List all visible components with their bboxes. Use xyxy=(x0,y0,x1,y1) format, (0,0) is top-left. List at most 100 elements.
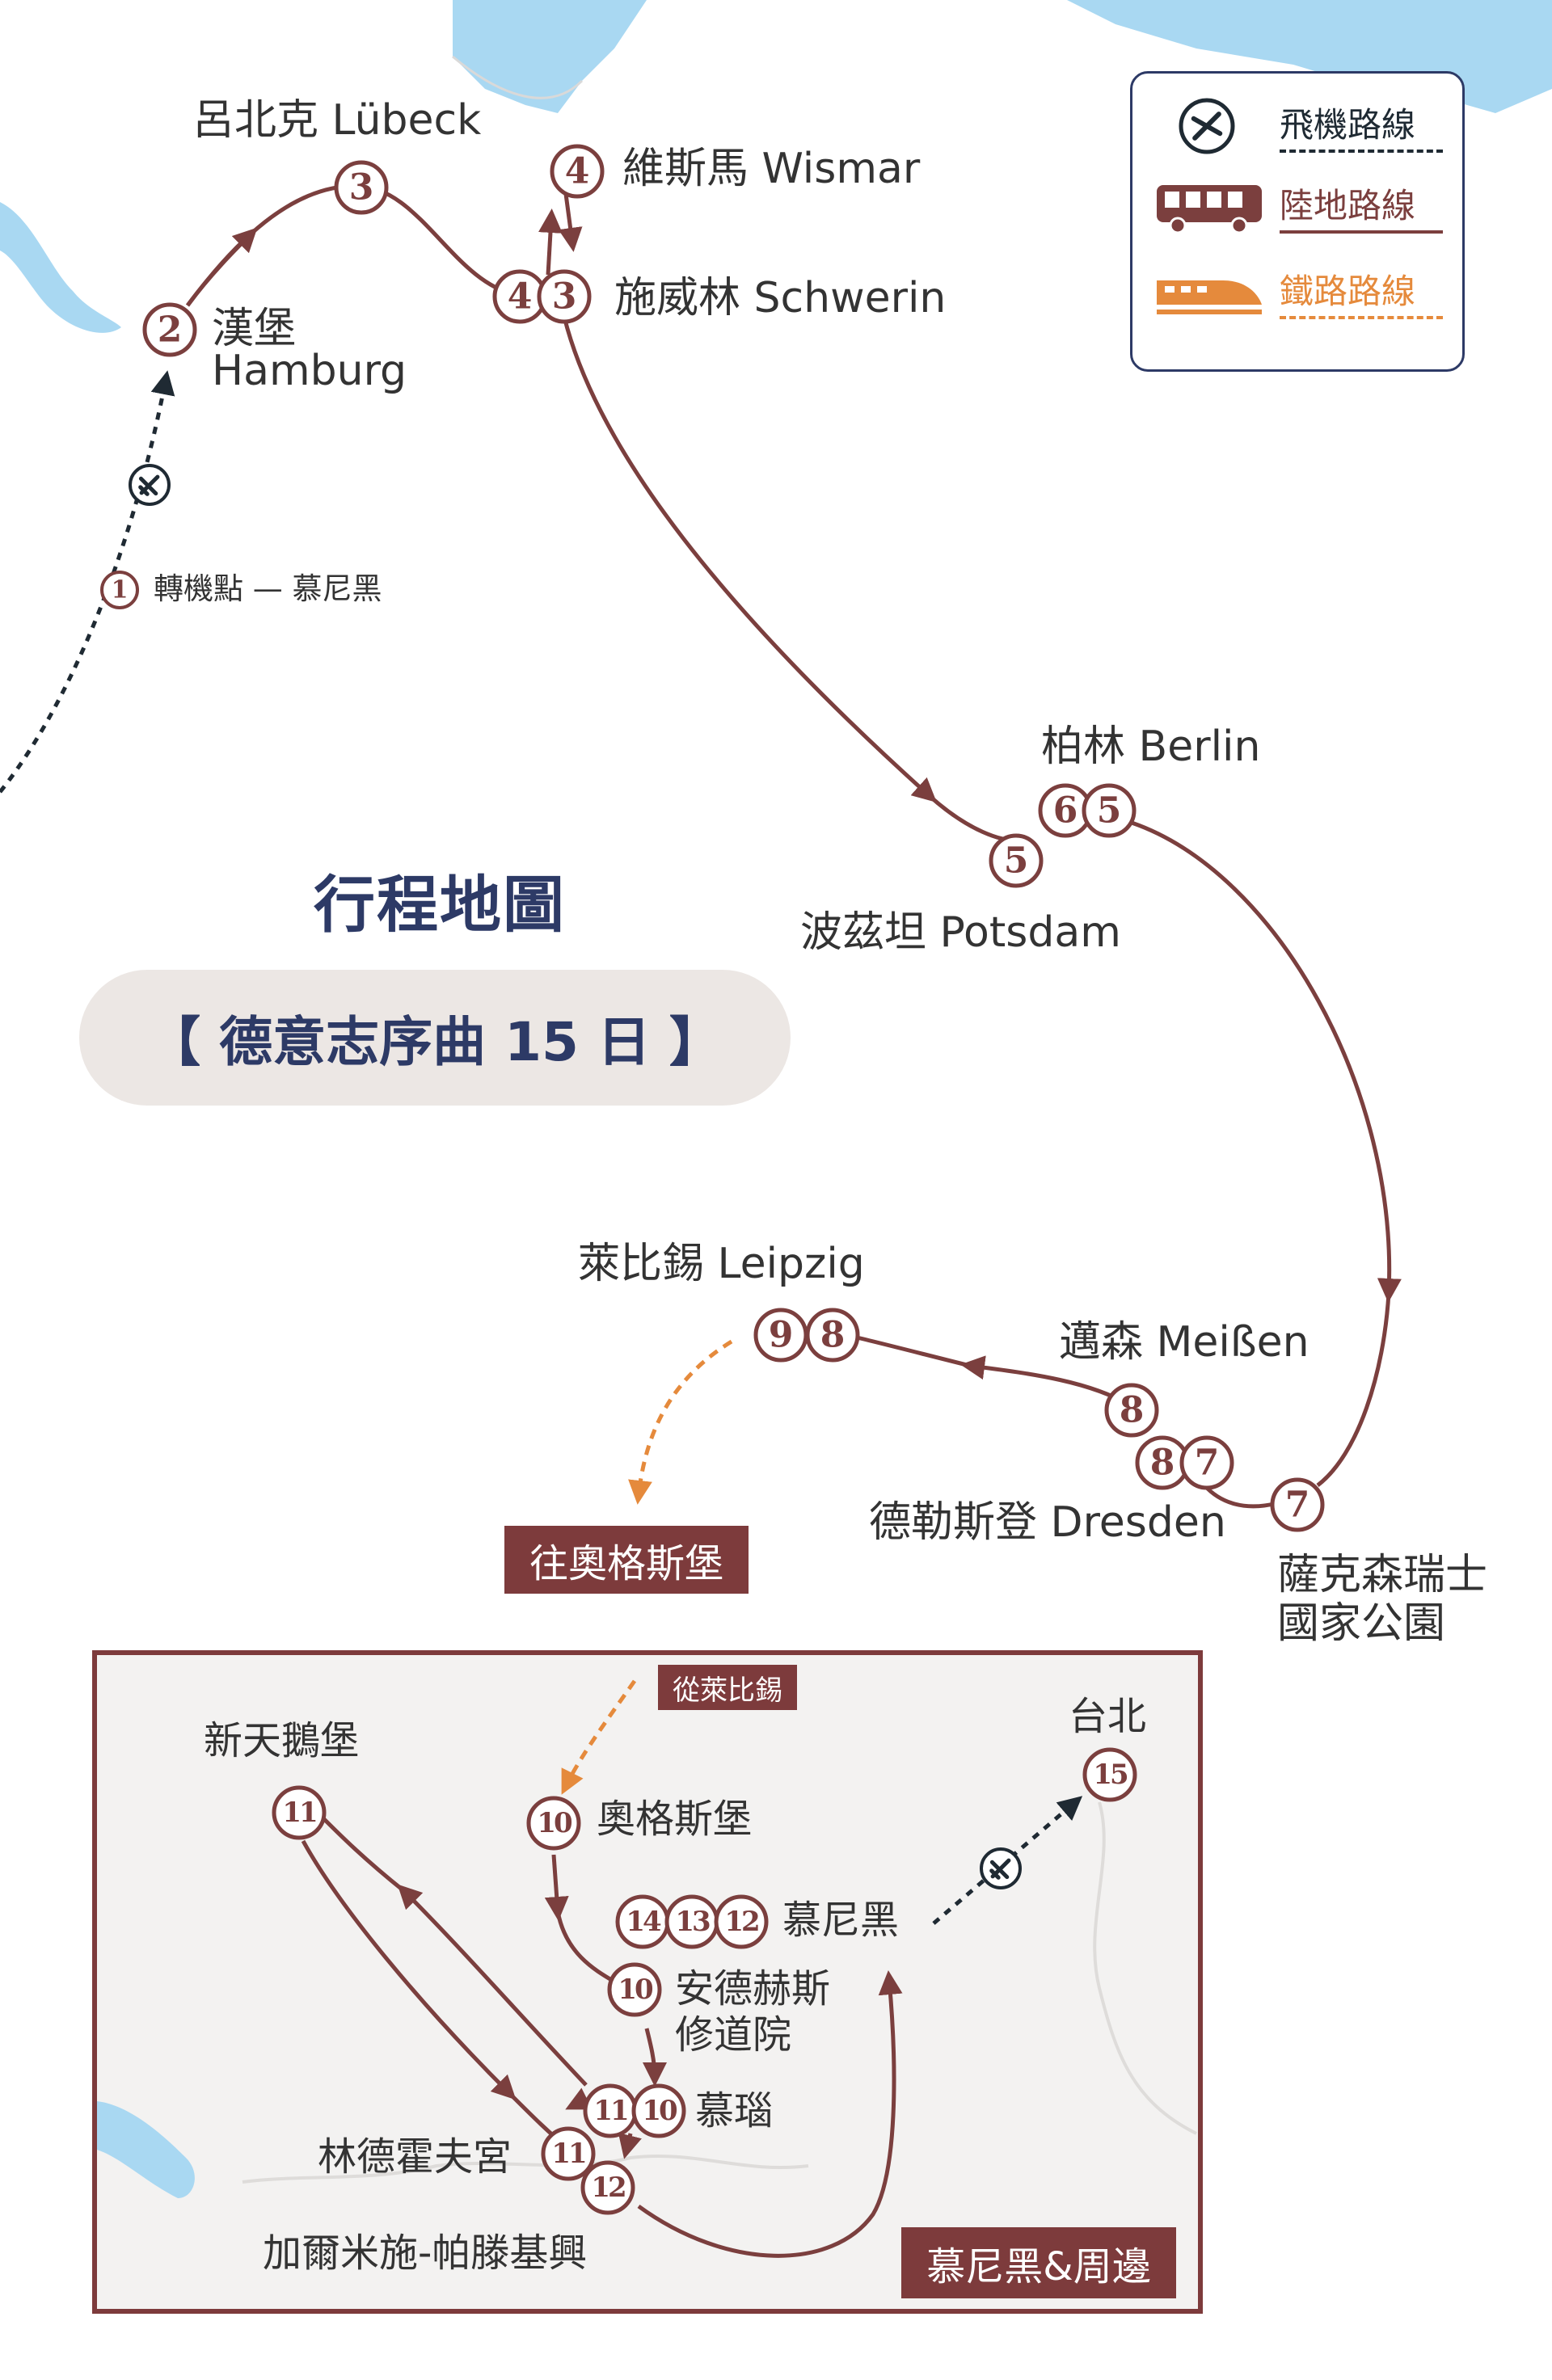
legend-flight-line xyxy=(1280,150,1443,153)
day-marker-label: 7 xyxy=(1285,1485,1310,1526)
land-route xyxy=(1316,1292,1391,1487)
land-route xyxy=(1131,820,1402,1303)
legend-rail-label: 鐵路路線 xyxy=(1280,272,1416,311)
day-marker-label: 5 xyxy=(1004,840,1029,882)
place-label-potsdam: 波茲坦 Potsdam xyxy=(800,908,1121,957)
day-marker-label: 7 xyxy=(1195,1443,1220,1484)
land-route xyxy=(618,2132,642,2159)
land-route xyxy=(301,1839,517,2100)
to-augsburg-label: 往奧格斯堡 xyxy=(504,1526,749,1594)
day-marker-label: 8 xyxy=(820,1315,846,1356)
day-marker-label: 14 xyxy=(626,1906,661,1938)
sea-water xyxy=(453,0,647,113)
airplane-icon xyxy=(980,1847,1022,1889)
day-marker-circle xyxy=(989,833,1044,888)
land-route xyxy=(538,209,563,276)
legend-flight-label: 飛機路線 xyxy=(1280,105,1416,145)
place-label-saxon-switzerland: 薩克森瑞士 xyxy=(1277,1551,1488,1599)
land-route xyxy=(856,1335,971,1368)
day-marker-circle xyxy=(526,1796,581,1851)
land-route xyxy=(642,2028,667,2087)
inset-lake xyxy=(97,2101,195,2198)
day-marker-label: 13 xyxy=(675,1906,710,1938)
day-marker-label: 11 xyxy=(593,2095,627,2127)
place-label-augsburg: 奧格斯堡 xyxy=(597,1797,753,1842)
land-route xyxy=(397,1884,588,2087)
place-label-schwerin: 施威林 Schwerin xyxy=(614,274,947,322)
river-water xyxy=(0,202,121,333)
day-marker-label: 10 xyxy=(618,1974,653,2006)
day-marker-circle xyxy=(580,2160,635,2215)
place-label-berlin: 柏林 Berlin xyxy=(1041,722,1261,771)
rail-route xyxy=(628,1339,733,1505)
day-marker-circle xyxy=(805,1308,860,1363)
day-marker-label: 10 xyxy=(642,2095,677,2127)
place-label-wismar: 維斯馬 Wismar xyxy=(622,145,921,193)
legend: 飛機路線 陸地路線 鐵路路線 xyxy=(1130,71,1465,372)
day-marker-label: 1 xyxy=(112,576,129,604)
place-label-saxon-park: 國家公園 xyxy=(1277,1599,1446,1648)
page-title: 行程地圖 xyxy=(314,869,566,941)
day-marker-circle xyxy=(631,2083,686,2138)
tour-name: 【 德意志序曲 15 日 】 xyxy=(147,1011,723,1073)
day-marker-label: 10 xyxy=(537,1807,572,1839)
legend-land-label: 陸地路線 xyxy=(1280,186,1416,225)
day-marker-label: 2 xyxy=(158,310,183,351)
land-route xyxy=(928,794,1015,843)
day-marker-label: 8 xyxy=(1150,1443,1175,1484)
place-label-hamburg-en: Hamburg xyxy=(212,347,407,395)
land-route xyxy=(544,1854,569,1921)
day-marker-label: 11 xyxy=(282,1797,316,1829)
place-label-dresden: 德勒斯登 Dresden xyxy=(869,1498,1226,1547)
day-marker-circle xyxy=(142,302,197,357)
day-marker-label: 12 xyxy=(724,1906,758,1938)
bus-icon xyxy=(1157,185,1262,234)
land-route xyxy=(558,193,583,252)
day-marker-label: 11 xyxy=(551,2138,585,2170)
day-marker-circle xyxy=(541,2126,596,2181)
day-marker-circle xyxy=(1082,783,1137,838)
place-label-meissen: 邁森 Meißen xyxy=(1059,1318,1310,1367)
region-label: 慕尼黑&周邊 xyxy=(901,2227,1176,2298)
legend-rail-line xyxy=(1280,316,1443,319)
day-marker-label: 3 xyxy=(349,167,374,209)
place-label-leipzig: 萊比錫 Leipzig xyxy=(578,1240,865,1288)
inset-border xyxy=(242,2154,809,2184)
place-label-hamburg: 漢堡 xyxy=(212,305,297,353)
day-marker-circle xyxy=(1270,1477,1325,1532)
place-label-neuschwanstein: 新天鵝堡 xyxy=(204,1718,360,1763)
place-label-lubeck: 呂北克 Lübeck xyxy=(192,96,482,145)
place-label-andechs-abbey: 修道院 xyxy=(675,2012,792,2058)
place-label-linderhof: 林德霍夫宮 xyxy=(318,2134,512,2180)
day-marker-circle xyxy=(537,269,592,324)
day-marker-circle xyxy=(334,160,389,215)
day-marker-label: 5 xyxy=(1097,790,1122,832)
day-marker-label: 6 xyxy=(1053,790,1078,832)
transfer-label: 轉機點 — 慕尼黑 xyxy=(154,571,382,606)
place-label-munich: 慕尼黑 xyxy=(782,1898,900,1943)
train-icon xyxy=(1157,280,1262,314)
day-marker-label: 15 xyxy=(1093,1759,1128,1791)
inset-border xyxy=(1093,1801,1197,2135)
legend-item-rail: 鐵路路線 xyxy=(1132,258,1462,322)
sea-coastline xyxy=(452,55,584,99)
day-marker-label: 4 xyxy=(508,276,533,318)
airplane-icon xyxy=(129,464,171,506)
legend-item-flight: 飛機路線 xyxy=(1132,91,1462,156)
place-label-andechs: 安德赫斯 xyxy=(675,1966,831,2011)
day-marker-circle xyxy=(1104,1383,1159,1438)
day-marker-circle xyxy=(714,1894,769,1949)
land-route xyxy=(1203,1484,1278,1509)
land-route xyxy=(562,316,937,803)
day-marker-circle xyxy=(100,571,139,609)
day-marker-label: 3 xyxy=(552,276,577,318)
place-label-garmisch: 加爾米施-帕滕基興 xyxy=(263,2230,588,2276)
place-label-taipei: 台北 xyxy=(1069,1694,1147,1739)
day-marker-circle xyxy=(550,144,605,199)
day-marker-label: 8 xyxy=(1120,1390,1145,1431)
land-route xyxy=(322,1817,406,1893)
day-marker-circle xyxy=(607,1962,662,2017)
tour-name-badge: 【 德意志序曲 15 日 】 xyxy=(79,970,791,1106)
